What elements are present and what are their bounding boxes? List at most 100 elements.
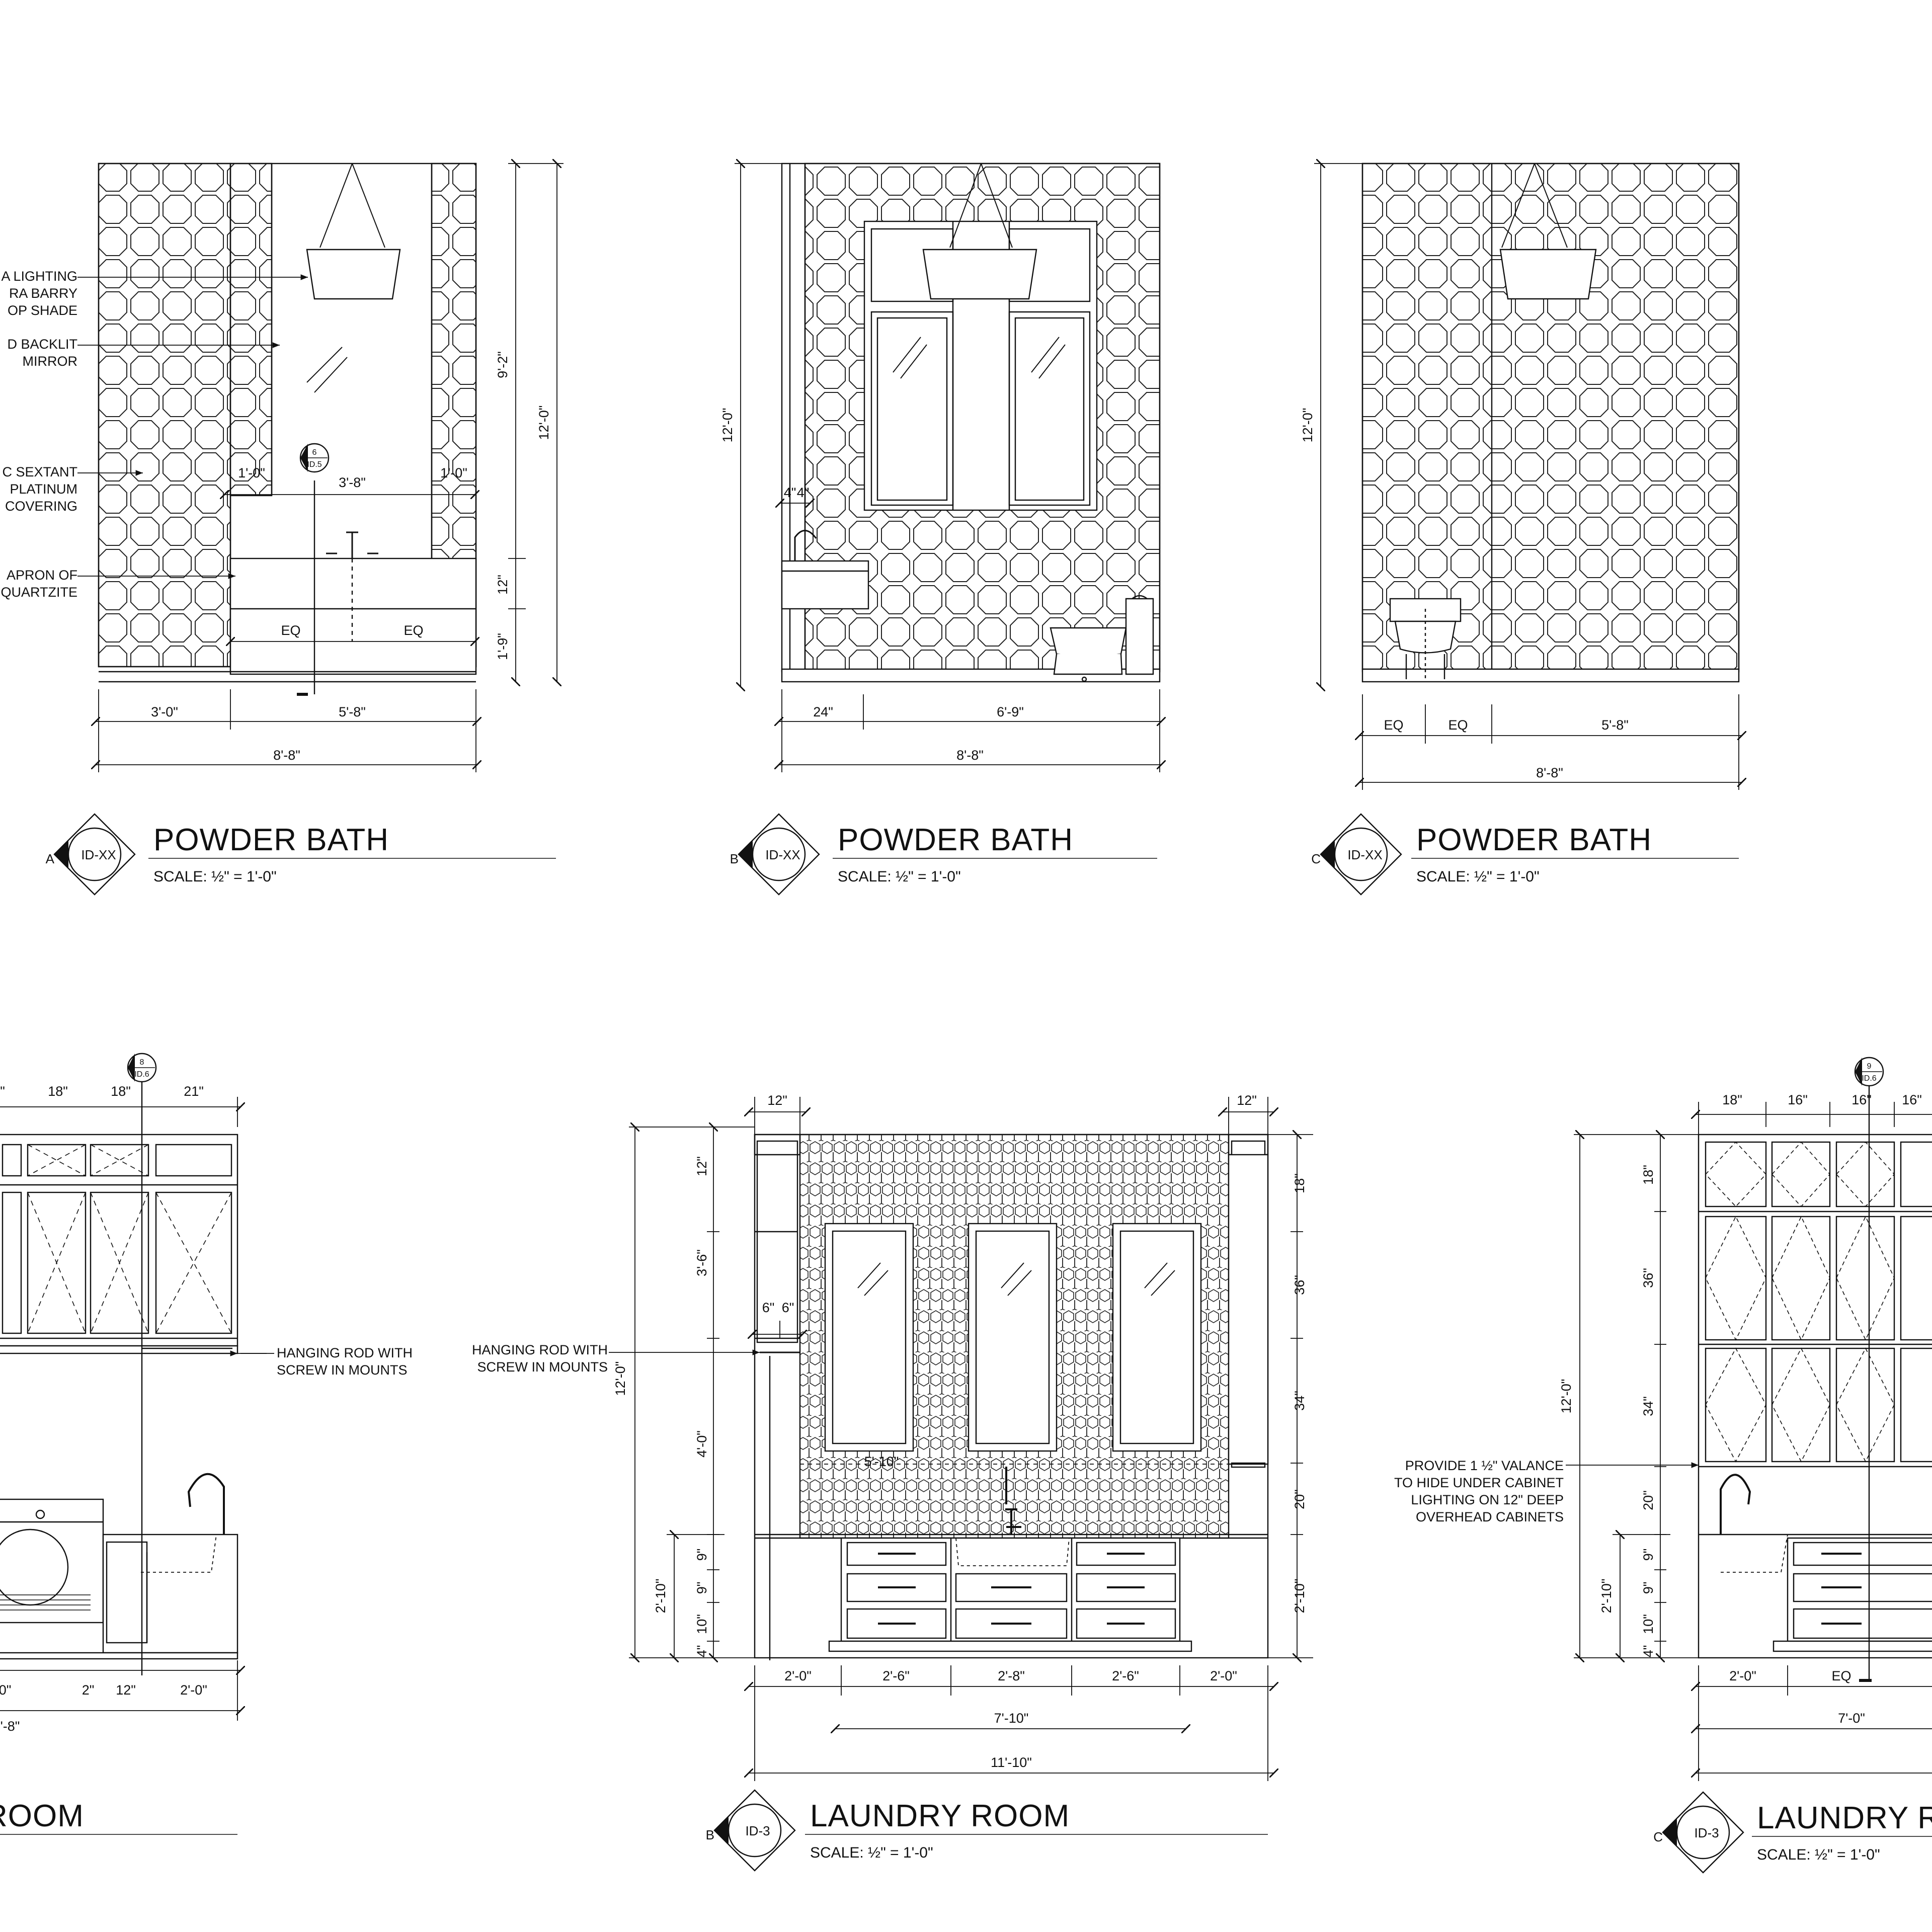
section-number: 8 bbox=[140, 1058, 144, 1067]
note-apron-2: QUARTZITE bbox=[1, 585, 77, 600]
title-block-c-powder: C ID-XX POWDER BATH SCALE: ½" = 1'-0" bbox=[1311, 813, 1739, 896]
elevation-b-laundry bbox=[754, 1134, 1269, 1660]
dim-label: 2'-10" bbox=[1292, 1579, 1307, 1614]
text-c-powder: 12'-0" EQ EQ 5'-8" 8'-8" bbox=[1300, 408, 1629, 780]
dim-label: 10" bbox=[1641, 1614, 1656, 1634]
drawing-title: LAUNDRY ROOM bbox=[810, 1799, 1070, 1833]
dim-label: 12" bbox=[495, 575, 510, 595]
note-mirror-2: MIRROR bbox=[23, 354, 78, 369]
view-letter: B bbox=[730, 851, 739, 866]
dimensions-b-laundry bbox=[609, 1097, 1313, 1781]
dim-label: 8'-8" bbox=[1536, 765, 1563, 780]
drawing-title: POWDER BATH bbox=[838, 823, 1073, 857]
dim-label: 8'-8" bbox=[956, 748, 984, 763]
section-number: 6 bbox=[312, 448, 317, 457]
dim-label: 18" bbox=[1722, 1092, 1742, 1107]
text-b-powder: 12'-0" 4" 4" 24" 6'-9" 8'-8" bbox=[720, 408, 1024, 763]
sheet-tag: ID-XX bbox=[765, 847, 800, 862]
dim-label: 5'-10" bbox=[864, 1454, 899, 1469]
drawing-scale: SCALE: ½" = 1'-0" bbox=[1416, 868, 1540, 885]
dim-label: 18" bbox=[48, 1084, 68, 1099]
note-valance-2: TO HIDE UNDER CABINET bbox=[1394, 1475, 1564, 1490]
title-block-b-powder: B ID-XX POWDER BATH SCALE: ½" = 1'-0" bbox=[730, 813, 1157, 896]
elevation-c-powder bbox=[1361, 163, 1740, 683]
dim-label: 2'-10" bbox=[653, 1579, 668, 1614]
note-mirror-1: D BACKLIT bbox=[7, 337, 77, 352]
dim-label: '-8" bbox=[1, 1719, 20, 1734]
dim-label: 4" bbox=[784, 485, 796, 500]
dim-label: 2'-8" bbox=[998, 1668, 1025, 1683]
dim-label: 12" bbox=[767, 1093, 787, 1108]
note-hanging-rod-1: HANGING ROD WITH bbox=[277, 1345, 413, 1360]
dim-label: 16" bbox=[1902, 1092, 1922, 1107]
dim-label: 3'-8" bbox=[339, 475, 366, 490]
dim-label: 36" bbox=[1641, 1268, 1656, 1288]
dim-label: 9" bbox=[1641, 1549, 1656, 1561]
note-hanging-rod-2: SCREW IN MOUNTS bbox=[277, 1362, 408, 1378]
note-valance-4: OVERHEAD CABINETS bbox=[1416, 1509, 1564, 1524]
dim-label: 2" bbox=[82, 1682, 95, 1698]
note-wallcovering-2: PLATINUM bbox=[10, 481, 77, 497]
section-sheet: ID.6 bbox=[134, 1070, 149, 1079]
dim-label: 5'-8" bbox=[1601, 717, 1629, 733]
dim-label: 4'-0" bbox=[694, 1430, 709, 1458]
dim-label: 21" bbox=[184, 1084, 204, 1099]
dim-label: 12'-0" bbox=[720, 408, 735, 443]
dim-label: 34" bbox=[1292, 1391, 1307, 1411]
dim-label: 16" bbox=[1788, 1092, 1808, 1107]
dim-label: 1'-0" bbox=[440, 465, 467, 480]
dim-label: 9" bbox=[1641, 1582, 1656, 1594]
drawing-scale: SCALE: ½" = 1'-0" bbox=[838, 868, 961, 885]
view-letter: C bbox=[1653, 1829, 1663, 1844]
text-a-powder: A LIGHTING RA BARRY OP SHADE D BACKLIT M… bbox=[1, 269, 551, 763]
section-sheet: ID.5 bbox=[307, 460, 321, 469]
view-letter: B bbox=[706, 1827, 714, 1842]
note-apron-1: APRON OF bbox=[7, 568, 77, 583]
dim-label: 6" bbox=[762, 1300, 775, 1315]
drawing-scale: SCALE: ½" = 1'-0" bbox=[153, 868, 277, 885]
sheet-tag: ID-3 bbox=[1694, 1825, 1719, 1840]
view-letter: C bbox=[1311, 851, 1321, 866]
dim-label: " bbox=[0, 1084, 5, 1099]
note-hanging-rod-2: SCREW IN MOUNTS bbox=[477, 1359, 608, 1375]
dimensions-b-powder bbox=[735, 164, 1161, 772]
dim-label: 2'-0" bbox=[1729, 1668, 1756, 1683]
dim-label: 2'-0" bbox=[1210, 1668, 1237, 1683]
dimensions-c-powder bbox=[1314, 164, 1742, 790]
dim-label: 12'-0" bbox=[1300, 408, 1315, 443]
dim-label: 12'-0" bbox=[536, 406, 551, 440]
elevation-a-laundry bbox=[0, 1082, 238, 1675]
dim-label: 20" bbox=[1641, 1490, 1656, 1510]
title-block-b-laundry: B ID-3 LAUNDRY ROOM SCALE: ½" = 1'-0" bbox=[706, 1789, 1268, 1872]
drawing-scale: SCALE: ½" = 1'-0" bbox=[810, 1844, 933, 1861]
note-hanging-rod-1: HANGING ROD WITH bbox=[472, 1342, 608, 1357]
dim-label: 3'-6" bbox=[694, 1249, 709, 1276]
elevation-a-powder bbox=[98, 163, 477, 696]
note-lighting-2: RA BARRY bbox=[9, 286, 77, 301]
dim-label: 12'-0" bbox=[1559, 1379, 1574, 1414]
elevation-c-laundry bbox=[1698, 1082, 1932, 1682]
sheet-tag: ID-XX bbox=[1347, 847, 1382, 862]
dim-label: 1'-9" bbox=[495, 633, 510, 660]
dim-label: EQ bbox=[1384, 717, 1403, 733]
elevation-b-powder bbox=[781, 163, 1161, 683]
dim-label: 7'-10" bbox=[994, 1711, 1029, 1726]
title-block-c-laundry: C ID-3 LAUNDRY R SCALE: ½" = 1'-0" bbox=[1653, 1791, 1932, 1874]
dim-label: EQ bbox=[1448, 717, 1468, 733]
dim-label: 12" bbox=[116, 1682, 136, 1698]
dim-label: 3'-0" bbox=[151, 704, 178, 719]
note-lighting-3: OP SHADE bbox=[8, 303, 77, 318]
dim-label: 2'-6" bbox=[1112, 1668, 1139, 1683]
dim-label: 2'-10" bbox=[1599, 1579, 1614, 1614]
note-valance-3: LIGHTING ON 12" DEEP bbox=[1411, 1492, 1564, 1507]
dim-label: 2'-0" bbox=[784, 1668, 812, 1683]
dim-label: 5'-8" bbox=[339, 704, 366, 719]
dim-label: 4" bbox=[797, 485, 810, 500]
dim-label: 4" bbox=[1641, 1645, 1656, 1658]
note-valance-1: PROVIDE 1 ½" VALANCE bbox=[1405, 1458, 1564, 1473]
dim-label: 1'-0" bbox=[238, 465, 265, 480]
section-sheet: ID.6 bbox=[1862, 1074, 1876, 1083]
dim-label: 9" bbox=[694, 1582, 709, 1594]
dim-label: 36" bbox=[1292, 1275, 1307, 1295]
